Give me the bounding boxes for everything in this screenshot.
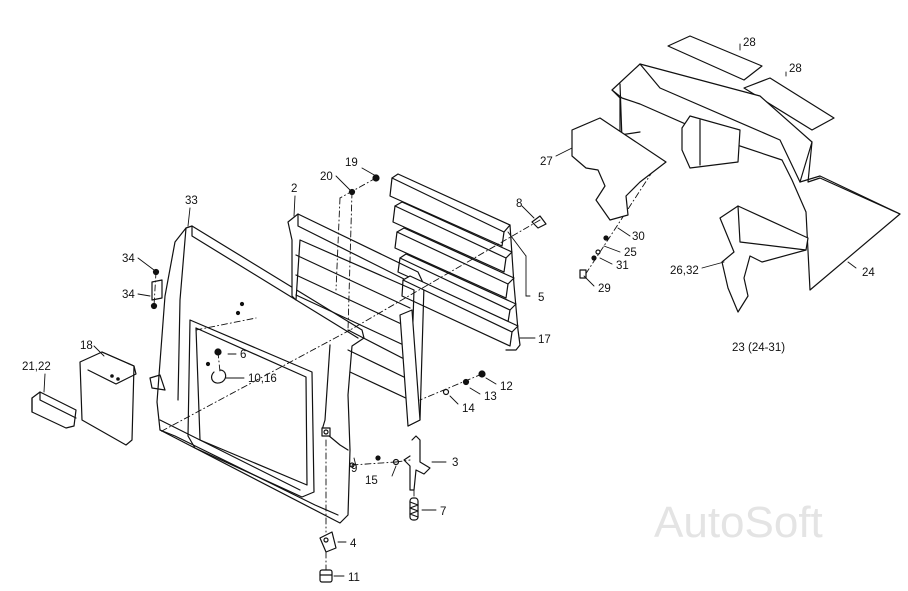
- callout-28-lower: 28: [789, 63, 802, 75]
- callout-4: 4: [350, 538, 357, 550]
- latch-part-3: [403, 435, 431, 491]
- callout-31: 31: [616, 260, 629, 272]
- hinge-part-4: [319, 531, 337, 553]
- callout-14: 14: [462, 403, 475, 415]
- callout-6: 6: [240, 349, 246, 361]
- assembly-label: 23 (24-31): [732, 342, 785, 354]
- callout-18: 18: [80, 340, 93, 352]
- callout-7: 7: [440, 506, 446, 518]
- callout-9: 9: [351, 463, 357, 475]
- callout-15: 15: [365, 475, 378, 487]
- hood-assembly-part-23: [571, 35, 901, 313]
- leader-lines: [43, 43, 857, 577]
- foot-pad-part-21-22: [31, 391, 77, 429]
- callout-30: 30: [632, 231, 645, 243]
- callout-26-32: 26,32: [670, 265, 699, 277]
- assembly-centerlines: [153, 159, 661, 571]
- spring-part-7: [409, 497, 419, 521]
- callout-29: 29: [598, 283, 611, 295]
- callout-27: 27: [540, 156, 553, 168]
- fastener-parts-29-31: [579, 235, 609, 279]
- callout-labels: 33 2 19 20 8 5 17 34 34 18 21,22 6 10,16…: [22, 37, 875, 584]
- side-panel-part-18: [79, 351, 137, 446]
- callout-5: 5: [538, 292, 544, 304]
- callout-19: 19: [345, 157, 358, 169]
- callout-13: 13: [484, 391, 497, 403]
- callout-25: 25: [624, 247, 637, 259]
- callout-3: 3: [452, 457, 458, 469]
- callout-11: 11: [348, 572, 360, 584]
- callout-34-upper: 34: [122, 253, 135, 265]
- bolt-part-11: [319, 569, 333, 583]
- callout-8: 8: [516, 198, 522, 210]
- grille-frame-part-2: [287, 213, 425, 427]
- front-frame-part-33: [149, 225, 365, 524]
- louver-stack-part-5: [389, 173, 521, 351]
- callout-12: 12: [500, 381, 513, 393]
- callout-24: 24: [862, 267, 875, 279]
- callout-2: 2: [291, 183, 297, 195]
- callout-17: 17: [538, 334, 551, 346]
- callout-28-upper: 28: [743, 37, 756, 49]
- callout-34-lower: 34: [122, 289, 135, 301]
- callout-10-16: 10,16: [248, 373, 277, 385]
- callout-21-22: 21,22: [22, 361, 51, 373]
- callout-33: 33: [185, 195, 198, 207]
- callout-20: 20: [320, 171, 333, 183]
